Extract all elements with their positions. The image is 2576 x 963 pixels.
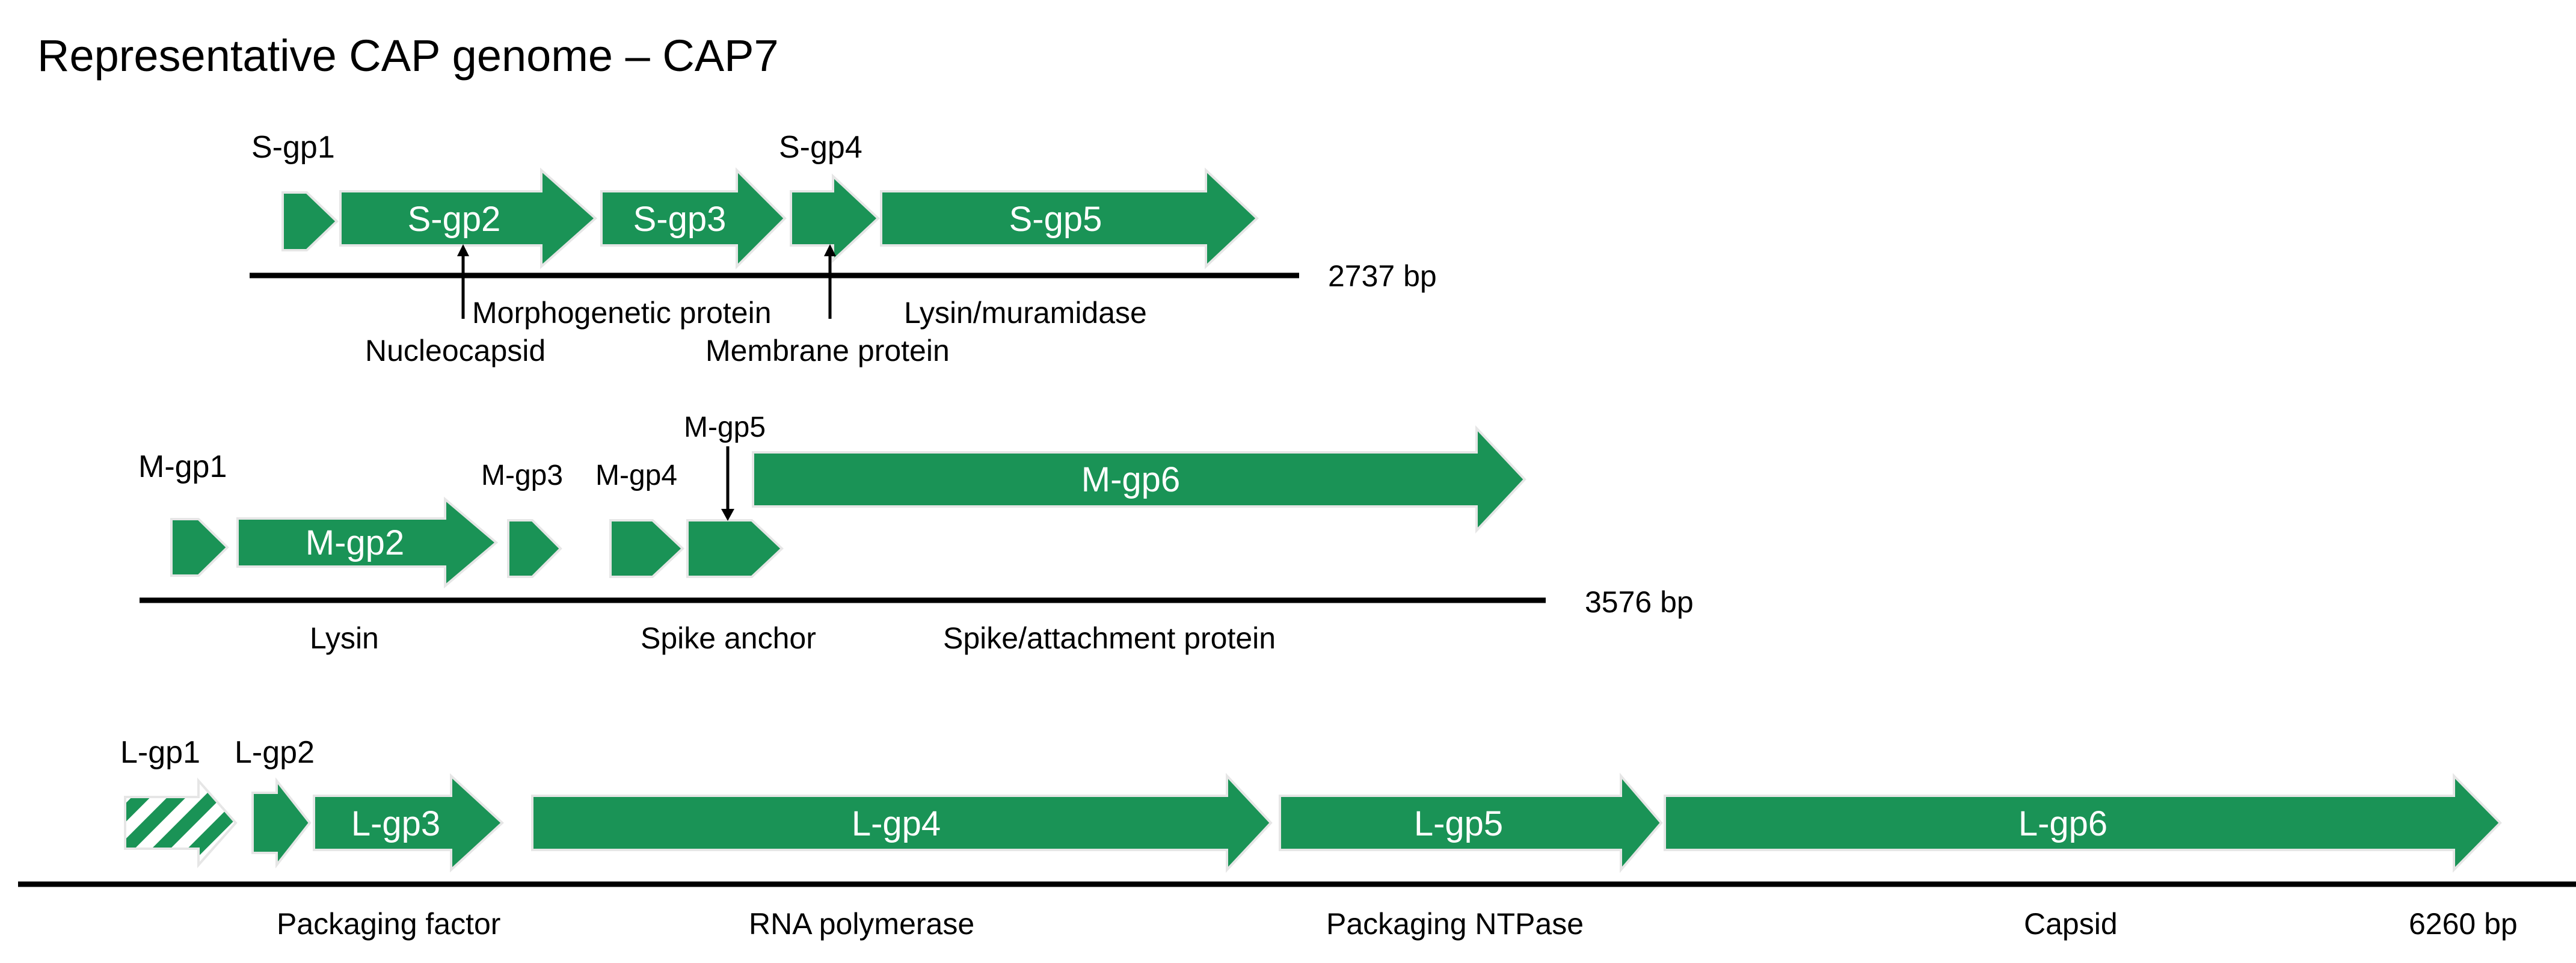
gene-arrow-l-gp5 <box>1279 772 1663 873</box>
pointer-head-m-gp5 <box>721 509 734 521</box>
gene-arrow-s-gp3 <box>600 167 787 269</box>
function-label-membrane-protein: Membrane protein <box>705 334 950 368</box>
function-label-spike-attachment-protein: Spike/attachment protein <box>943 621 1276 655</box>
function-label-packaging-ntpase: Packaging NTPase <box>1326 907 1584 941</box>
function-label-nucleocapsid: Nucleocapsid <box>365 334 546 368</box>
gene-arrow-m-gp5 <box>686 519 784 578</box>
function-label-morphogenetic-protein: Morphogenetic protein <box>472 296 772 330</box>
function-label-packaging-factor: Packaging factor <box>277 907 500 941</box>
gene-arrow-m-gp3 <box>507 519 562 578</box>
gene-arrow-m-gp4 <box>609 519 684 578</box>
diagram-title: Representative CAP genome – CAP7 <box>37 31 779 81</box>
gene-label-s-gp4: S-gp4 <box>779 130 862 165</box>
function-label-lysin-muramidase: Lysin/muramidase <box>904 296 1147 330</box>
function-label-rna-polymerase: RNA polymerase <box>749 907 974 941</box>
gene-label-s-gp1: S-gp1 <box>251 130 335 165</box>
gene-label-m-gp5: M-gp5 <box>684 411 766 443</box>
gene-arrow-m-gp6 <box>752 425 1526 534</box>
gene-label-l-gp2: L-gp2 <box>235 735 315 770</box>
gene-arrow-s-gp4 <box>790 173 880 263</box>
segment-s: 2737 bp S-gp1 S-gp2 S-gp3 S-gp4 S-gp5 Mo… <box>250 130 1437 368</box>
gene-label-s-gp5: S-gp5 <box>1009 200 1102 239</box>
segment-m-length: 3576 bp <box>1585 585 1694 619</box>
gene-label-l-gp4: L-gp4 <box>852 804 941 843</box>
gene-label-m-gp3: M-gp3 <box>481 460 563 491</box>
gene-arrow-s-gp5 <box>880 167 1259 269</box>
gene-label-m-gp4: M-gp4 <box>595 460 677 491</box>
gene-arrow-l-gp6 <box>1664 773 2502 873</box>
gene-label-m-gp2: M-gp2 <box>306 523 404 562</box>
gene-arrow-m-gp1 <box>170 518 229 577</box>
segment-l-length: 6260 bp <box>2409 907 2518 941</box>
gene-label-l-gp1: L-gp1 <box>120 735 200 770</box>
gene-label-l-gp3: L-gp3 <box>351 804 440 843</box>
segment-l: 6260 bp L-gp1 L-gp2 L-gp3 L-gp4 L-gp5 L-… <box>18 735 2576 941</box>
segment-s-length: 2737 bp <box>1328 259 1437 293</box>
function-label-spike-anchor: Spike anchor <box>641 621 816 655</box>
gene-arrow-l-gp2 <box>251 777 312 869</box>
gene-label-l-gp6: L-gp6 <box>2018 804 2107 843</box>
gene-arrow-s-gp1 <box>281 191 339 251</box>
function-label-capsid: Capsid <box>2024 907 2118 941</box>
gene-arrow-m-gp2 <box>236 496 499 589</box>
gene-arrow-l-gp4 <box>531 772 1273 873</box>
gene-arrow-l-gp1 <box>124 777 238 869</box>
gene-label-s-gp2: S-gp2 <box>408 200 501 239</box>
gene-arrow-l-gp3 <box>313 773 504 873</box>
gene-label-m-gp1: M-gp1 <box>138 449 227 484</box>
gene-label-l-gp5: L-gp5 <box>1414 804 1503 843</box>
pointer-head-s-nucleocapsid <box>457 244 469 256</box>
segment-m: 3576 bp M-gp1 M-gp2 M-gp3 M-gp4 M-gp5 M-… <box>138 411 1694 655</box>
pointer-head-s-membrane <box>824 244 836 256</box>
gene-arrow-s-gp2 <box>339 167 598 269</box>
gene-label-s-gp3: S-gp3 <box>633 200 727 239</box>
gene-label-m-gp6: M-gp6 <box>1081 460 1180 499</box>
function-label-lysin: Lysin <box>310 621 379 655</box>
